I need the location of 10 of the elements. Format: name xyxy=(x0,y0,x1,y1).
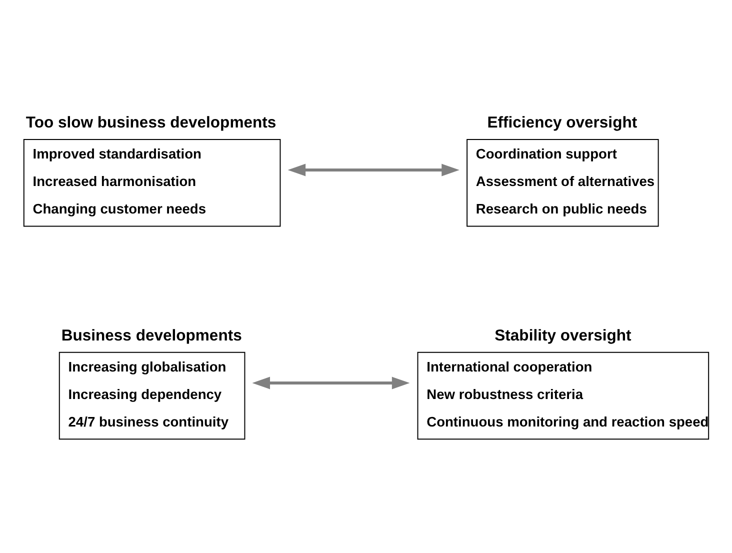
node-label: Stability oversight xyxy=(494,327,632,344)
node-label: Efficiency oversight xyxy=(487,114,638,132)
node-box: Coordination support Assessment of alternatives Research on public needs xyxy=(466,138,659,227)
arrow xyxy=(288,164,460,176)
node-label: Too slow business developments xyxy=(26,114,276,132)
arrow xyxy=(252,376,410,390)
node-label: Business developments xyxy=(61,327,242,344)
node-box: Increasing globalisation Increasing dependency 24/7 business continuity xyxy=(58,352,246,440)
node-box: International cooperation New robustness criteria Continuous monitoring and reaction speed xyxy=(417,352,710,440)
node-box: Improved standardisation Increased harmonisation Changing customer needs xyxy=(23,138,281,227)
